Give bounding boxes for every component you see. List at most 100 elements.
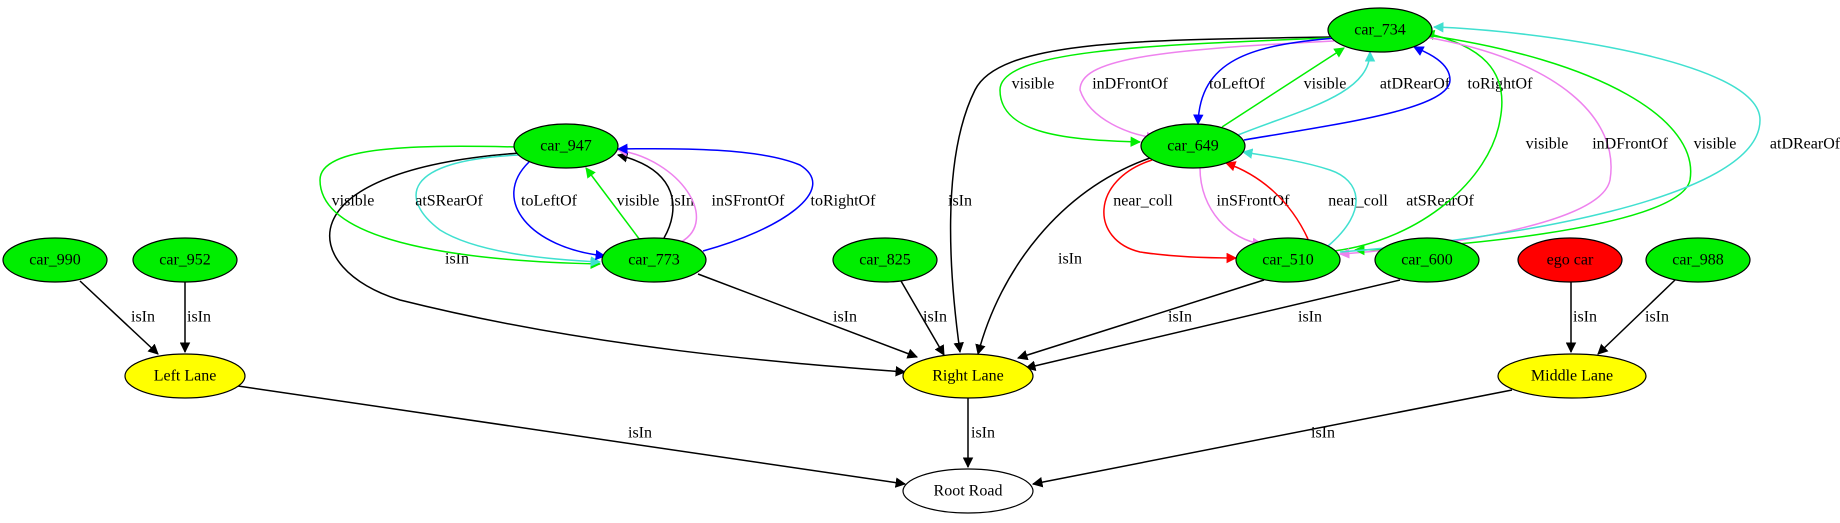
edge-line bbox=[1016, 279, 1265, 361]
edge-car_734-toLeftOf-car_649: toLeftOf bbox=[1193, 37, 1337, 126]
edge-line bbox=[697, 273, 918, 359]
edge-car_773-inSFrontOf-car_947: inSFrontOf bbox=[616, 146, 786, 243]
edge-label: toLeftOf bbox=[1209, 76, 1266, 93]
edge-line bbox=[79, 280, 159, 355]
edge-line bbox=[1031, 389, 1513, 488]
node-ego-car: ego car bbox=[1517, 237, 1623, 283]
node-label: car_990 bbox=[29, 252, 81, 269]
edge-car_947-toLeftOf-car_773: toLeftOf bbox=[513, 161, 607, 261]
node-label: Right Lane bbox=[932, 368, 1004, 385]
node-ellipse bbox=[1140, 123, 1246, 169]
edge-car_510-isIn-right_lane: isIn bbox=[1016, 279, 1265, 361]
edge-car_734-inDFrontOf-car_649: inDFrontOf bbox=[1079, 40, 1335, 143]
edge-label: inSFrontOf bbox=[712, 193, 786, 210]
edge-car_649-toRightOf-car_734: toRightOf bbox=[1243, 46, 1534, 141]
edge-line bbox=[1243, 46, 1451, 141]
node-ellipse bbox=[1645, 237, 1751, 283]
edge-label: toRightOf bbox=[811, 193, 877, 210]
edge-label: isIn bbox=[1573, 309, 1597, 326]
edge-label: isIn bbox=[131, 309, 155, 326]
edge-car_649-atDRearOf-car_734: atDRearOf bbox=[1237, 50, 1451, 136]
edge-label: visible bbox=[1012, 76, 1055, 93]
edge-car_773-isIn-right_lane: isIn bbox=[697, 273, 918, 359]
edge-label: inSFrontOf bbox=[1217, 193, 1291, 210]
edge-line bbox=[329, 152, 907, 377]
edge-label: isIn bbox=[833, 309, 857, 326]
edge-label: isIn bbox=[670, 193, 694, 210]
edge-label: visible bbox=[617, 193, 660, 210]
edge-line bbox=[1597, 279, 1676, 355]
node-label: ego car bbox=[1547, 252, 1594, 269]
node-ellipse bbox=[1497, 353, 1647, 399]
edge-car_649-near_coll-car_510: near_coll bbox=[1103, 159, 1238, 264]
edge-label: toRightOf bbox=[1468, 76, 1534, 93]
edge-right_lane-isIn-root_road: isIn bbox=[962, 398, 995, 469]
edge-label: isIn bbox=[1298, 309, 1322, 326]
node-ellipse bbox=[832, 237, 938, 283]
edge-label: visible bbox=[1694, 136, 1737, 153]
node-middle-lane: Middle Lane bbox=[1497, 353, 1647, 399]
node-ellipse bbox=[513, 123, 619, 169]
node-label: car_988 bbox=[1672, 252, 1724, 269]
edge-car_649-visible-car_734: visible bbox=[1221, 47, 1347, 128]
edge-line bbox=[513, 161, 607, 261]
node-label: Left Lane bbox=[154, 368, 217, 385]
node-label: car_649 bbox=[1167, 138, 1219, 155]
nodes-layer: car_734 car_947 car_649 car_990 car_952 car_7… bbox=[2, 7, 1751, 514]
edge-label: atSRearOf bbox=[1406, 193, 1474, 210]
edge-label: atSRearOf bbox=[415, 193, 483, 210]
node-label: car_952 bbox=[159, 252, 211, 269]
node-car-734: car_734 bbox=[1327, 7, 1433, 53]
edge-car_734-visible-car_649: visible bbox=[999, 37, 1331, 147]
edge-label: near_coll bbox=[1113, 193, 1173, 210]
edge-label: isIn bbox=[1168, 309, 1192, 326]
edge-label: isIn bbox=[971, 425, 995, 442]
edge-line bbox=[415, 154, 602, 267]
node-label: car_510 bbox=[1262, 252, 1314, 269]
edge-label: near_coll bbox=[1328, 193, 1388, 210]
node-ellipse bbox=[902, 353, 1034, 399]
node-ellipse bbox=[2, 237, 108, 283]
edge-ego_car-isIn-middle_lane: isIn bbox=[1565, 282, 1597, 354]
edge-car_510-near_coll-car_649: near_coll bbox=[1225, 161, 1388, 240]
edge-label: isIn bbox=[923, 309, 947, 326]
node-right-lane: Right Lane bbox=[902, 353, 1034, 399]
node-car-510: car_510 bbox=[1235, 237, 1341, 283]
edge-label: atDRearOf bbox=[1380, 76, 1451, 93]
edge-car_825-isIn-right_lane: isIn bbox=[900, 280, 947, 356]
edge-car_773-isIn-car_947: isIn bbox=[616, 152, 694, 239]
node-label: car_825 bbox=[859, 252, 911, 269]
edge-label: visible bbox=[1304, 76, 1347, 93]
node-label: car_773 bbox=[628, 252, 680, 269]
edge-line bbox=[1221, 47, 1345, 128]
edge-label: visible bbox=[332, 193, 375, 210]
edge-car_510-atSRearOf-car_649: atSRearOf bbox=[1241, 148, 1474, 247]
edge-car_990-isIn-left_lane: isIn bbox=[79, 280, 159, 355]
edge-line bbox=[1193, 37, 1337, 126]
edge-label: toLeftOf bbox=[521, 193, 578, 210]
edge-line bbox=[975, 157, 1151, 356]
edge-line bbox=[1241, 148, 1357, 247]
node-car-990: car_990 bbox=[2, 237, 108, 283]
edge-label: atDRearOf bbox=[1770, 136, 1840, 153]
edge-line bbox=[1333, 29, 1503, 252]
node-car-773: car_773 bbox=[601, 237, 707, 283]
node-car-649: car_649 bbox=[1140, 123, 1246, 169]
node-ellipse bbox=[601, 237, 707, 283]
edge-line bbox=[616, 143, 814, 252]
edge-car_600-isIn-right_lane: isIn bbox=[1024, 279, 1401, 371]
edge-line bbox=[1103, 159, 1238, 264]
node-ellipse bbox=[1374, 237, 1480, 283]
edge-label: isIn bbox=[948, 193, 972, 210]
edge-line bbox=[1079, 40, 1335, 143]
edge-label: isIn bbox=[187, 309, 211, 326]
edge-line bbox=[319, 145, 602, 270]
edge-line bbox=[999, 37, 1331, 147]
edge-car_734-isIn-right_lane: isIn bbox=[948, 36, 1331, 354]
edge-middle_lane-isIn-root_road: isIn bbox=[1031, 389, 1513, 488]
edge-car_773-toRightOf-car_947: toRightOf bbox=[616, 143, 877, 252]
node-label: car_947 bbox=[540, 138, 592, 155]
node-car-952: car_952 bbox=[132, 237, 238, 283]
edge-car_649-inSFrontOf-car_510: inSFrontOf bbox=[1199, 167, 1291, 249]
